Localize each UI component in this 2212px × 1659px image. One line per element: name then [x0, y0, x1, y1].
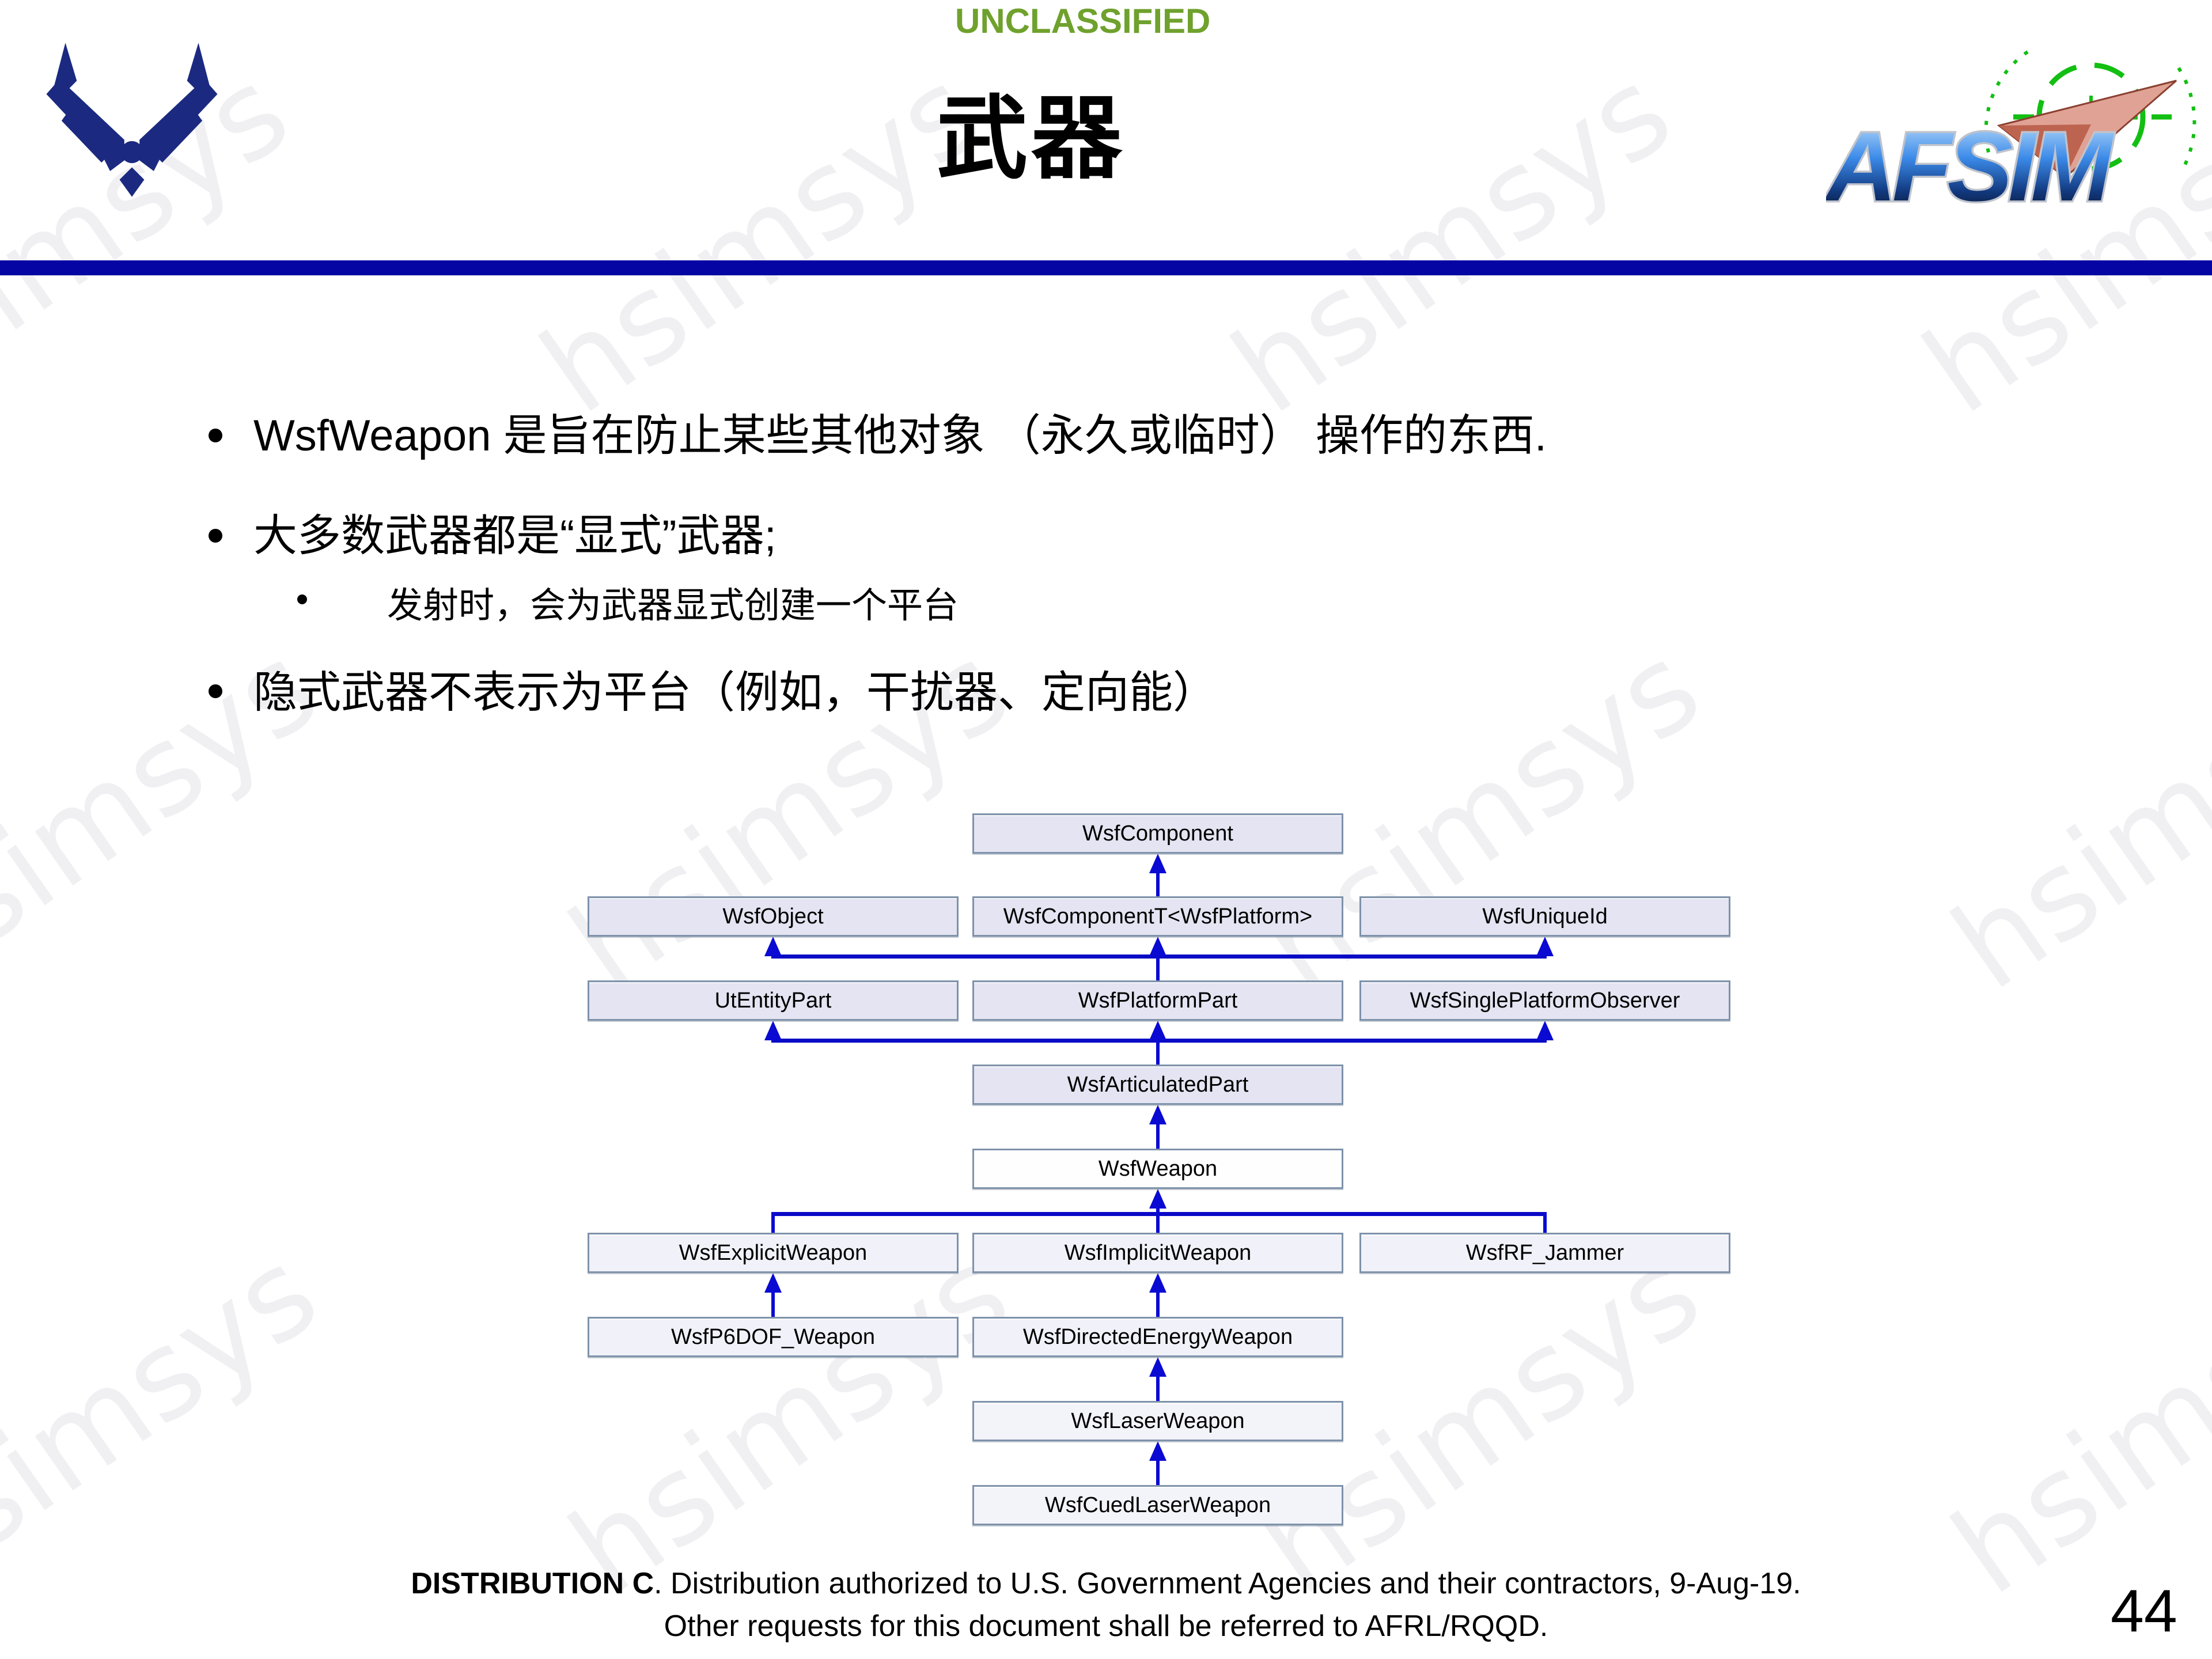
watermark: hsimsys [0, 1221, 343, 1622]
distribution-label: DISTRIBUTION C [411, 1567, 654, 1600]
arrowhead [1149, 1189, 1166, 1209]
bullet-item: WsfWeapon 是旨在防止某些其他对象 （永久或临时） 操作的东西. [253, 411, 1547, 460]
sub-bullet-dot [297, 594, 307, 604]
class-node-wsfimplicitweapon: WsfImplicitWeapon [972, 1233, 1343, 1273]
paper-dart-icon [1997, 79, 2177, 179]
usaf-wings-logo [46, 43, 218, 197]
distribution-line-1-text: . Distribution authorized to U.S. Govern… [654, 1567, 1801, 1600]
class-node-wsfuniqueid: WsfUniqueId [1359, 896, 1730, 937]
inheritance-line [1156, 956, 1160, 980]
inheritance-line [1156, 873, 1160, 896]
class-node-utentitypart: UtEntityPart [588, 980, 959, 1021]
arrowhead [1149, 1357, 1166, 1377]
class-node-wsfobject: WsfObject [588, 896, 959, 937]
arrowhead [1149, 854, 1166, 873]
bullet-item: 隐式武器不表示为平台（例如，干扰器、定向能） [253, 668, 1217, 717]
inheritance-line [1156, 1461, 1160, 1485]
arrowhead [1149, 1273, 1166, 1293]
watermark: hsimsys [517, 40, 1005, 441]
page-number: 44 [2111, 1578, 2177, 1645]
distribution-statement: DISTRIBUTION C. Distribution authorized … [0, 1562, 2212, 1647]
bullet-dot [209, 684, 222, 698]
bullet-dot [209, 429, 222, 442]
class-node-wsfarticulatedpart: WsfArticulatedPart [972, 1065, 1343, 1105]
arrowhead [764, 1273, 782, 1293]
inheritance-line [1156, 1040, 1160, 1065]
arrowhead [1149, 1021, 1166, 1040]
inheritance-line [771, 1212, 775, 1233]
afsim-logo: AFSIM [1826, 50, 2196, 224]
class-node-wsfcomponent: WsfComponent [972, 813, 1343, 854]
inheritance-line [1156, 1124, 1160, 1149]
inheritance-line [1156, 1293, 1160, 1317]
sub-bullet-item: 发射时，会为武器显式创建一个平台 [387, 586, 959, 626]
arrowhead [764, 1021, 782, 1040]
class-node-wsfexplicitweapon: WsfExplicitWeapon [588, 1233, 959, 1273]
arrowhead [1536, 937, 1554, 956]
distribution-line-2: Other requests for this document shall b… [664, 1609, 1548, 1643]
classification-banner: UNCLASSIFIED [955, 2, 1211, 40]
class-node-wsfplatformpart: WsfPlatformPart [972, 980, 1343, 1021]
header-divider-bar [0, 260, 2212, 275]
arrowhead [1149, 1105, 1166, 1124]
bullet-dot [209, 529, 222, 543]
page-title: 武器 [937, 85, 1126, 192]
inheritance-line [1156, 1377, 1160, 1401]
inheritance-line [1543, 1212, 1547, 1233]
watermark: hsimsys [546, 1221, 1034, 1622]
class-node-wsfweapon: WsfWeapon [972, 1149, 1343, 1189]
class-node-wsfrf-jammer: WsfRF_Jammer [1359, 1233, 1730, 1273]
watermark: hsimsys [1928, 1221, 2212, 1622]
inheritance-line [771, 1293, 775, 1317]
class-node-wsflaserweapon: WsfLaserWeapon [972, 1401, 1343, 1441]
arrowhead [764, 937, 782, 956]
distribution-line-1: DISTRIBUTION C. Distribution authorized … [0, 1562, 2212, 1605]
watermark: hsimsys [1928, 616, 2212, 1017]
arrowhead [1149, 937, 1166, 956]
afsim-logo-text: AFSIM [1826, 112, 2114, 222]
class-node-wsfp6dof-weapon: WsfP6DOF_Weapon [588, 1317, 959, 1357]
arrowhead [1536, 1021, 1554, 1040]
class-node-wsfsingleplatformobserver: WsfSinglePlatformObserver [1359, 980, 1730, 1021]
arrowhead [1149, 1441, 1166, 1461]
class-node-wsfdirectedenergyweapon: WsfDirectedEnergyWeapon [972, 1317, 1343, 1357]
bullet-item: 大多数武器都是“显式”武器; [253, 512, 777, 560]
class-node-wsfcuedlaserweapon: WsfCuedLaserWeapon [972, 1485, 1343, 1525]
inheritance-line [1156, 1209, 1160, 1233]
class-node-wsfcomponentt: WsfComponentT<WsfPlatform> [972, 896, 1343, 937]
watermark: hsimsys [1208, 40, 1696, 441]
